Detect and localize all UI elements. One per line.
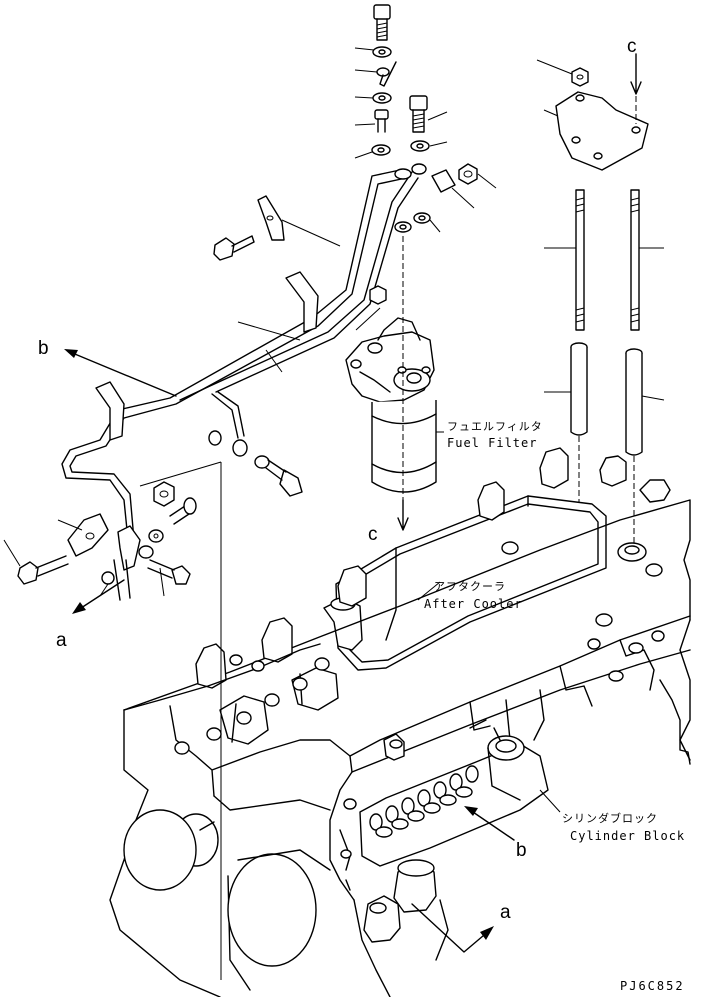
fuel-pipes bbox=[61, 163, 427, 541]
arrow-a-left bbox=[72, 579, 125, 614]
after-cooler bbox=[323, 495, 607, 671]
ref-c-mid: c bbox=[368, 524, 378, 545]
after-cooler-label-en: After Cooler bbox=[424, 597, 523, 611]
arrow-a-bottom bbox=[411, 903, 494, 953]
fuel-filter-label-jp: フュエルフィルタ bbox=[447, 420, 543, 433]
right-bracket-assembly bbox=[536, 53, 665, 556]
cylinder-block-label-en: Cylinder Block bbox=[570, 829, 685, 843]
fuel-filter bbox=[345, 285, 437, 493]
drawing-code: PJ6C852 bbox=[620, 979, 685, 993]
pipe-bracket-left bbox=[95, 381, 125, 441]
ref-b-bottom: b bbox=[516, 840, 527, 861]
ref-b-left: b bbox=[38, 338, 49, 359]
reference-line-join bbox=[139, 461, 222, 487]
banjo-bolt-left bbox=[208, 430, 303, 497]
top-bolt-stack bbox=[354, 4, 497, 233]
pipe-clamp-upper bbox=[213, 195, 341, 261]
after-cooler-label-jp: アフタクーラ bbox=[434, 580, 506, 593]
arrow-b-bottom bbox=[464, 806, 515, 841]
engine-block bbox=[109, 447, 691, 997]
cylinder-block-label-jp: シリンダブロック bbox=[562, 811, 658, 825]
fuel-filter-label-en: Fuel Filter bbox=[447, 436, 537, 450]
ref-a-bottom: a bbox=[500, 902, 511, 923]
arrow-c-mid bbox=[397, 499, 409, 531]
ref-c-top: c bbox=[627, 36, 637, 57]
ref-a-left: a bbox=[56, 630, 67, 651]
arrow-b-left bbox=[64, 349, 177, 397]
lower-left-clips bbox=[3, 481, 197, 601]
pipe-bracket-middle bbox=[237, 271, 319, 373]
